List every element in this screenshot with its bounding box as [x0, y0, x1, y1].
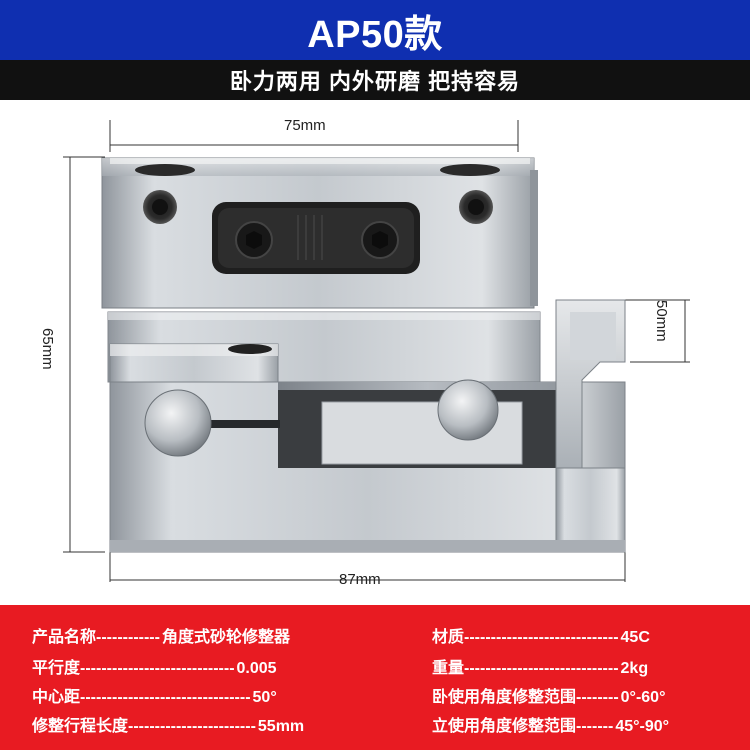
- spec-row: 卧使用角度修整范围--------0°-60°: [432, 683, 665, 707]
- spec-dashes: -----------------------------: [464, 629, 619, 646]
- roller-pin-icon: [144, 389, 212, 457]
- product-title: AP50款: [307, 13, 443, 56]
- dimension-left-label: 65mm: [39, 328, 56, 370]
- spec-value: 角度式砂轮修整器: [161, 629, 290, 646]
- spec-row: 立使用角度修整范围-------45°-90°: [432, 712, 669, 736]
- spec-row: 修整行程长度------------------------55mm: [32, 712, 304, 736]
- spec-dashes: --------------------------------: [80, 689, 251, 706]
- dimension-lines: [63, 120, 690, 582]
- dimension-right-label: 50mm: [653, 300, 670, 342]
- spec-label: 卧使用角度修整范围: [432, 689, 577, 706]
- upper-block: [101, 157, 538, 309]
- spec-row: 材质-----------------------------45C: [432, 623, 650, 647]
- spec-value: 0°-60°: [620, 689, 666, 706]
- spec-label: 重量: [432, 660, 465, 677]
- spec-dashes: ------------------------: [128, 718, 256, 735]
- product-subtitle: 卧力两用 内外研磨 把持容易: [229, 69, 521, 94]
- spec-dashes: ------------: [96, 629, 160, 646]
- spec-dashes: -----------------------------: [464, 660, 619, 677]
- lower-base: [109, 299, 626, 553]
- spec-label: 修整行程长度: [32, 718, 129, 735]
- spec-value: 45C: [620, 629, 650, 646]
- spec-label: 立使用角度修整范围: [432, 718, 577, 735]
- spec-value: 2kg: [620, 660, 649, 677]
- spec-row: 重量-----------------------------2kg: [432, 654, 648, 678]
- product-diagram: 75mm 87mm 65mm 50mm: [0, 100, 750, 605]
- spec-row: 中心距--------------------------------50°: [32, 683, 277, 707]
- roller-pin-icon: [437, 379, 499, 441]
- spec-label: 中心距: [32, 689, 81, 706]
- spec-dashes: -------: [576, 718, 614, 735]
- spec-dashes: -----------------------------: [80, 660, 235, 677]
- spec-value: 0.005: [236, 660, 277, 677]
- spec-row: 平行度-----------------------------0.005: [32, 654, 277, 678]
- spec-row: 产品名称------------角度式砂轮修整器: [32, 623, 290, 647]
- spec-value: 50°: [252, 689, 277, 706]
- spec-label: 平行度: [32, 660, 81, 677]
- spec-value: 45°-90°: [615, 718, 670, 735]
- dimension-bottom-label: 87mm: [339, 571, 381, 588]
- spec-panel: 产品名称------------角度式砂轮修整器 平行度------------…: [0, 605, 750, 750]
- dimension-top-label: 75mm: [284, 117, 326, 134]
- spec-value: 55mm: [257, 718, 305, 735]
- subtitle-bar: 卧力两用 内外研磨 把持容易: [0, 60, 750, 100]
- spec-label: 材质: [432, 629, 465, 646]
- spec-dashes: --------: [576, 689, 619, 706]
- spec-label: 产品名称: [32, 629, 97, 646]
- title-banner: AP50款: [0, 0, 750, 60]
- dresser-illustration: [63, 120, 690, 582]
